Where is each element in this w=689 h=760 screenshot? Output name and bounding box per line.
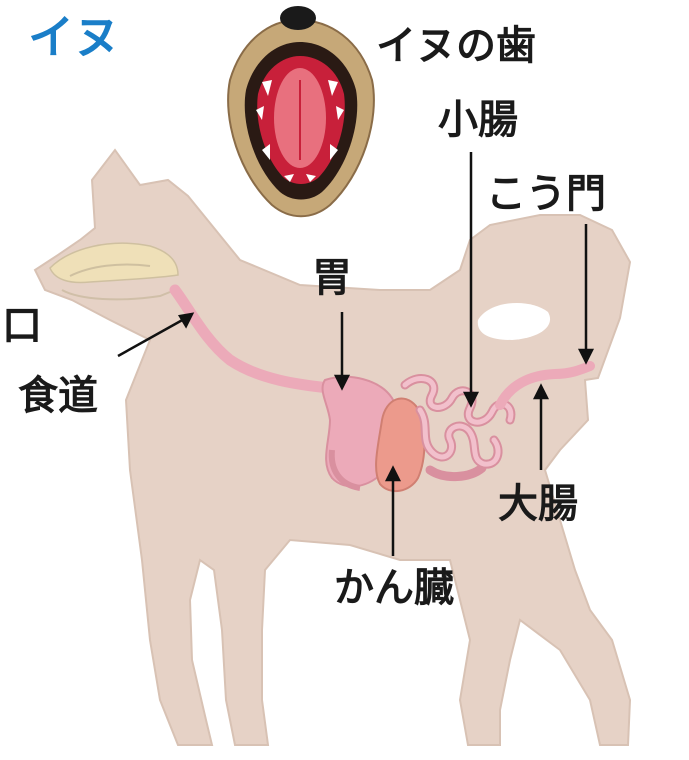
label-stomach: 胃 [312,258,352,298]
label-small-intestine: 小腸 [438,100,518,140]
page-title: イヌ [28,14,120,60]
label-esophagus: 食道 [18,376,98,416]
label-large-intestine: 大腸 [498,484,578,524]
label-mouth: 口 [2,306,42,346]
label-liver: かん臓 [334,568,454,608]
label-anus: こう門 [486,174,606,214]
teeth-label: イヌの歯 [376,26,536,66]
dog-teeth-image [228,6,374,216]
